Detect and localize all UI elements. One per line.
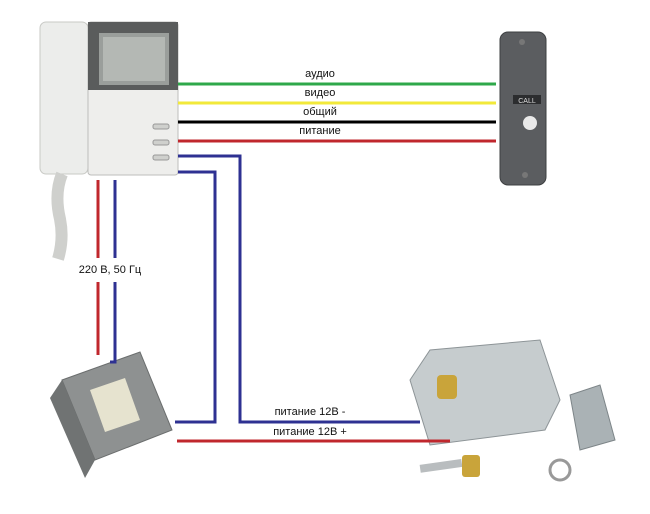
label-mains: 220 В, 50 Гц <box>78 264 142 276</box>
label-audio: аудио <box>305 68 335 80</box>
label-power: питание <box>299 125 341 137</box>
label-lock-minus: питание 12В - <box>274 406 346 418</box>
wire-mains-blue-lower <box>110 282 117 364</box>
call-panel: CALL <box>499 31 547 186</box>
label-common: общий <box>303 106 337 118</box>
call-button-label: CALL <box>518 98 536 105</box>
power-supply <box>50 351 173 478</box>
label-lock-plus: питание 12В + <box>273 426 347 438</box>
label-video: видео <box>304 87 336 99</box>
wire-lock-minus <box>178 154 420 424</box>
electromechanical-lock <box>409 339 616 482</box>
wire-supply-return <box>175 170 217 424</box>
video-monitor <box>39 21 179 261</box>
